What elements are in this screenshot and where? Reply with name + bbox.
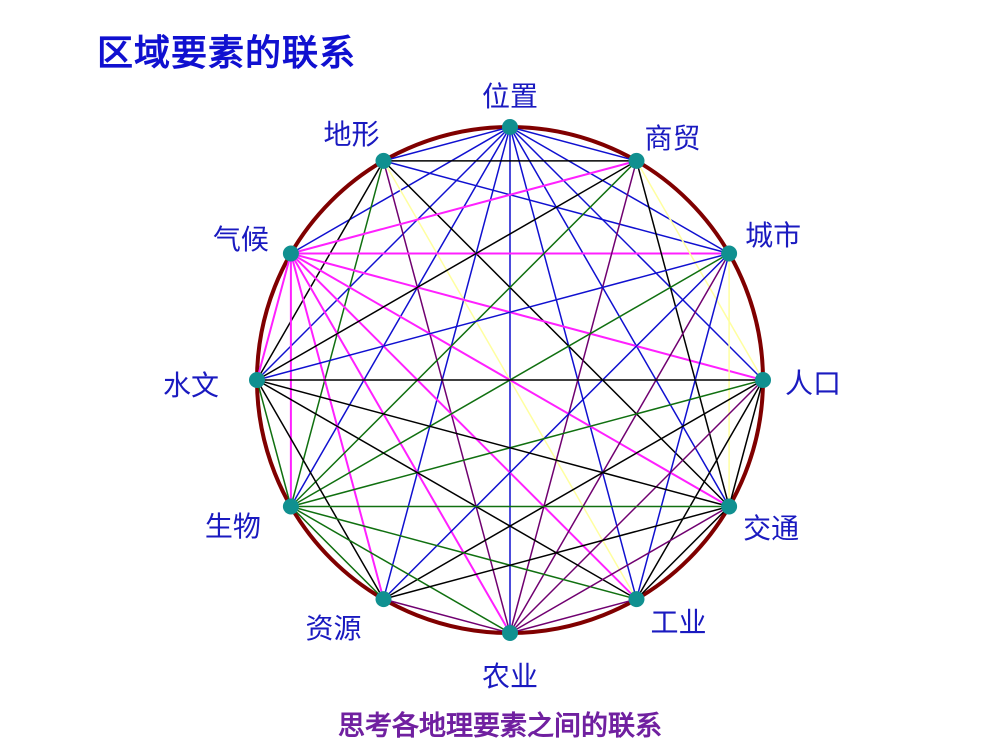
edge-位置-工业	[509, 126, 638, 600]
node-dot	[628, 152, 645, 169]
slide-title: 区域要素的联系	[97, 32, 357, 74]
node-label: 人口	[785, 367, 842, 400]
edge-水文-工业	[256, 379, 637, 600]
node-label: 地形	[323, 117, 380, 151]
node-label: 商贸	[644, 121, 701, 155]
edge-人口-资源	[383, 379, 764, 600]
nodes	[249, 119, 771, 641]
edge-位置-资源	[382, 126, 511, 600]
edge-气候-人口	[290, 252, 764, 381]
node-label: 位置	[482, 80, 539, 113]
edge-水文-生物	[256, 379, 292, 507]
edge-气候-商贸	[290, 159, 637, 255]
edge-人口-工业	[635, 379, 764, 600]
node-label: 气候	[212, 222, 269, 256]
node-dot	[628, 591, 645, 608]
edge-气候-工业	[290, 252, 638, 600]
edge-城市-农业	[509, 253, 730, 634]
edge-位置-城市	[509, 126, 730, 255]
edge-地形-农业	[382, 160, 511, 634]
node-dot	[755, 372, 771, 388]
node-label: 农业	[482, 660, 539, 693]
edge-工业-交通	[635, 505, 730, 600]
edge-生物-工业	[290, 505, 637, 600]
node-label: 水文	[163, 369, 220, 402]
edge-城市-水文	[256, 252, 730, 381]
node-dot	[282, 245, 299, 262]
node-dot	[375, 591, 392, 608]
footer-caption: 思考各地理要素之间的联系	[338, 711, 662, 742]
edges	[256, 126, 764, 634]
node-label: 资源	[305, 612, 362, 646]
node-label: 交通	[743, 511, 800, 545]
edge-农业-交通	[509, 505, 730, 634]
edge-水文-交通	[256, 379, 730, 508]
node-label: 城市	[745, 218, 802, 252]
node-dot	[721, 245, 738, 262]
edge-商贸-水文	[256, 160, 637, 381]
node-dot	[502, 119, 518, 135]
node-dot	[721, 498, 738, 515]
edge-水文-资源	[256, 379, 385, 600]
edge-人口-生物	[290, 379, 764, 508]
edge-气候-水文	[256, 253, 292, 381]
node-dot	[375, 152, 392, 169]
edge-农业-工业	[509, 598, 637, 634]
edge-地形-交通	[382, 160, 730, 508]
edge-城市-资源	[382, 252, 730, 600]
edge-位置-商贸	[509, 126, 637, 162]
edge-位置-地形	[383, 126, 511, 162]
edge-商贸-农业	[509, 160, 638, 634]
edge-商贸-生物	[290, 160, 638, 508]
node-dot	[249, 372, 265, 388]
edge-生物-资源	[290, 505, 385, 600]
node-dot	[502, 625, 518, 641]
edge-资源-交通	[383, 505, 730, 600]
node-label: 工业	[650, 606, 707, 640]
node-label: 生物	[204, 509, 261, 543]
edge-生物-农业	[290, 505, 511, 634]
node-dot	[282, 498, 299, 515]
edge-人口-交通	[728, 379, 764, 507]
edge-资源-农业	[383, 598, 511, 634]
